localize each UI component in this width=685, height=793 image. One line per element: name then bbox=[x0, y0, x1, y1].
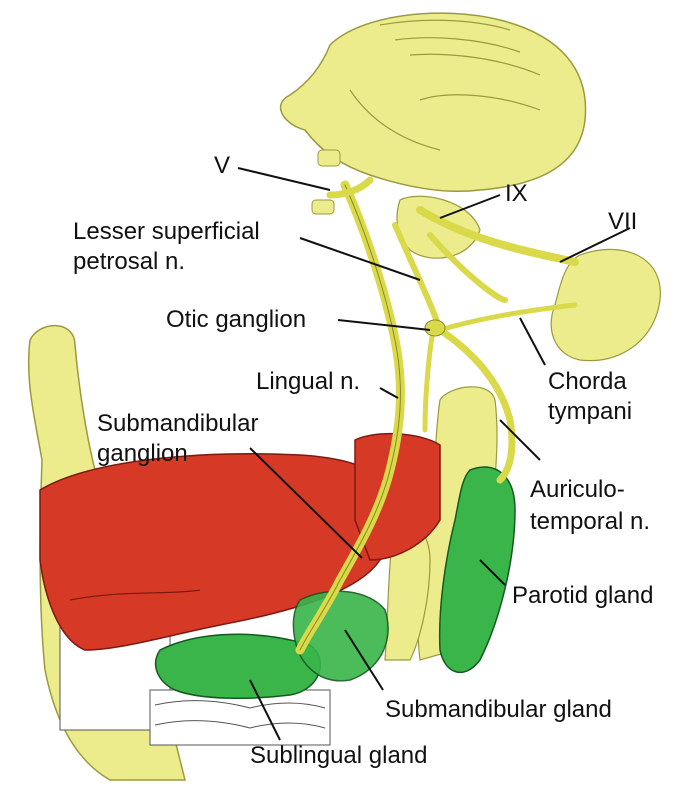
label-otic-ganglion: Otic ganglion bbox=[166, 306, 307, 333]
label-submandibular-ganglion-line2: ganglion bbox=[97, 440, 188, 467]
label-chorda-line2: tympani bbox=[548, 398, 633, 425]
label-sublingual-gland: Sublingual gland bbox=[250, 742, 428, 769]
ear-region bbox=[550, 248, 661, 362]
sublingual-gland-shape bbox=[154, 633, 321, 699]
parotid-gland-shape bbox=[438, 466, 516, 674]
brainstem bbox=[279, 12, 587, 259]
leader-lines bbox=[237, 167, 631, 741]
label-parotid-gland: Parotid gland bbox=[512, 582, 654, 609]
label-submandibular-ganglion-line1: Submandibular bbox=[97, 410, 259, 437]
label-auriculotemporal-line2: temporal n. bbox=[530, 508, 651, 535]
label-lingual-n: Lingual n. bbox=[256, 368, 361, 395]
label-submandibular-gland: Submandibular gland bbox=[385, 696, 612, 723]
label-lesser-superficial-petrosal-line1: Lesser superficial bbox=[73, 218, 260, 245]
label-ix: IX bbox=[505, 180, 528, 207]
label-auriculotemporal-line1: Auriculo- bbox=[530, 476, 625, 503]
label-lesser-superficial-petrosal-line2: petrosal n. bbox=[73, 248, 186, 275]
label-vii: VII bbox=[608, 208, 638, 235]
label-chorda-line1: Chorda bbox=[548, 368, 627, 395]
label-v: V bbox=[214, 152, 231, 179]
